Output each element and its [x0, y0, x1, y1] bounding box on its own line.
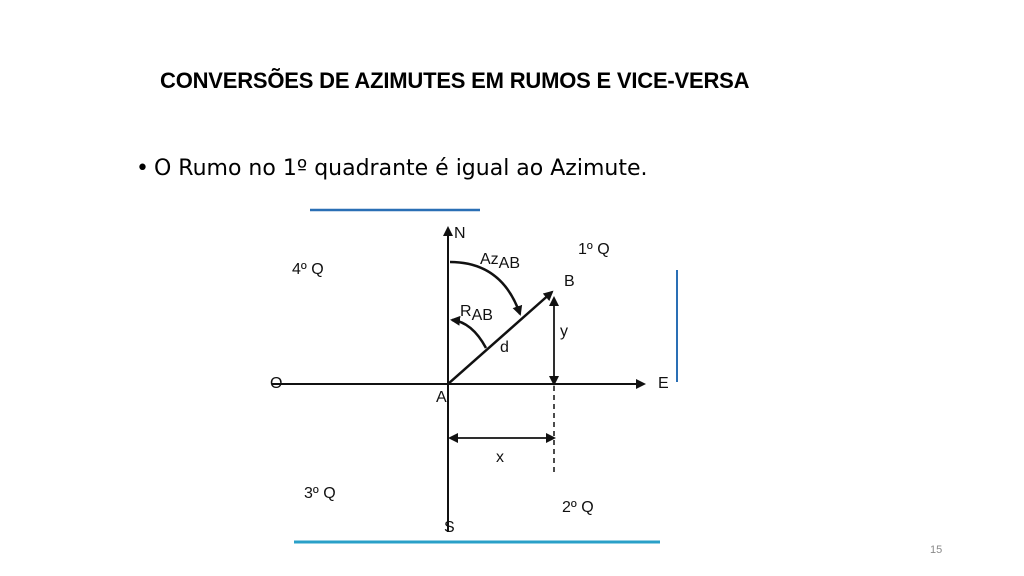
azimuth-label-sub: AB	[499, 255, 520, 272]
x-label: x	[496, 449, 504, 466]
distance-label: d	[500, 339, 509, 356]
line-ab	[447, 290, 554, 385]
point-b-label: B	[564, 273, 575, 290]
bullet-item: •O Rumo no 1º quadrante é igual ao Azimu…	[136, 156, 647, 181]
south-label: S	[444, 519, 455, 536]
page-number: 15	[930, 544, 943, 556]
north-label: N	[454, 225, 466, 242]
azimuth-label: AzAB	[480, 251, 520, 272]
quadrant-3-label: 3º Q	[304, 485, 336, 502]
bullet-text: O Rumo no 1º quadrante é igual ao Azimut…	[154, 156, 648, 181]
bearing-label-main: R	[460, 303, 472, 320]
slide-title: CONVERSÕES DE AZIMUTES EM RUMOS E VICE-V…	[160, 68, 750, 93]
azimuth-bearing-diagram: N S E O 1º Q 2º Q 3º Q 4º Q A B AzAB RAB…	[266, 206, 682, 548]
bearing-label-sub: AB	[472, 307, 493, 324]
quadrant-2-label: 2º Q	[562, 499, 594, 516]
west-label: O	[270, 375, 282, 392]
bullet-marker: •	[136, 156, 149, 181]
point-a-label: A	[436, 389, 447, 406]
azimuth-arc	[449, 260, 523, 316]
bearing-label: RAB	[460, 303, 493, 324]
quadrant-4-label: 4º Q	[292, 261, 324, 278]
quadrant-1-label: 1º Q	[578, 241, 610, 258]
east-label: E	[658, 375, 669, 392]
bearing-arc	[450, 315, 488, 349]
azimuth-label-main: Az	[480, 251, 499, 268]
y-label: y	[560, 323, 568, 340]
